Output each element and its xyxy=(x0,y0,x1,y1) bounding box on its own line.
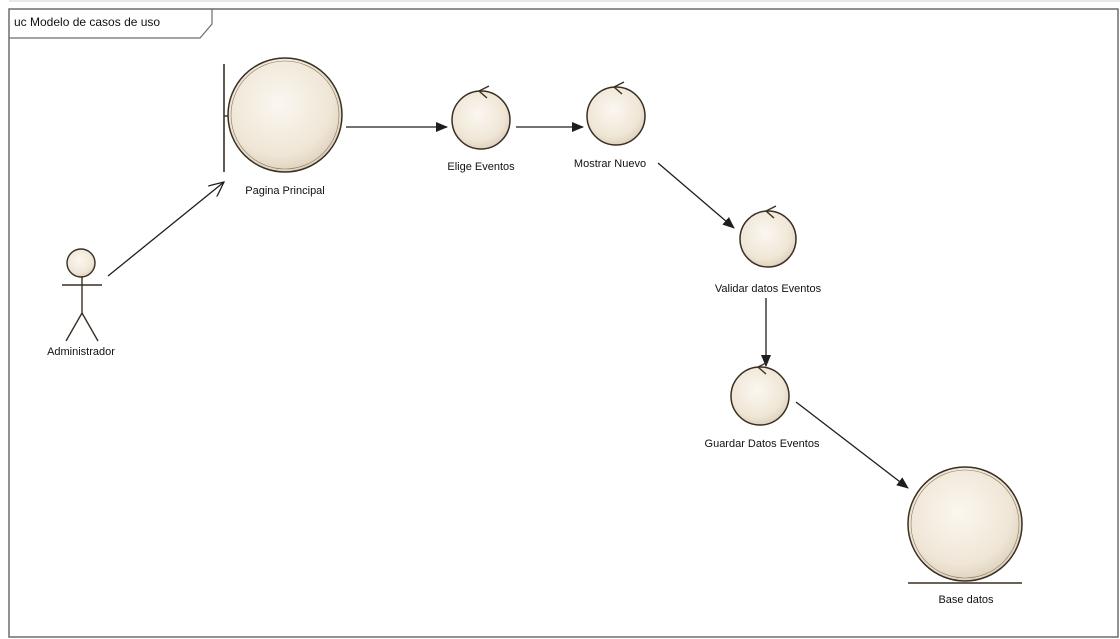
control-icon xyxy=(586,81,646,146)
connector-guardar-to-base xyxy=(795,401,909,489)
connector-actor-to-pagina xyxy=(107,182,224,277)
diagram-frame: uc Modelo de casos de uso xyxy=(8,0,1120,638)
control-label: Guardar Datos Eventos xyxy=(705,438,820,450)
control-icon xyxy=(730,361,790,426)
boundary-label: Pagina Principal xyxy=(245,185,325,197)
control-guardar-datos-eventos[interactable]: Guardar Datos Eventos xyxy=(705,361,820,450)
control-icon xyxy=(739,205,797,268)
control-label: Validar datos Eventos xyxy=(715,283,822,295)
entity-base-datos[interactable]: Base datos xyxy=(907,466,1023,606)
boundary-pagina-principal[interactable]: Pagina Principal xyxy=(223,57,343,197)
boundary-icon xyxy=(223,57,343,173)
control-validar-datos-eventos[interactable]: Validar datos Eventos xyxy=(715,205,822,295)
actor-administrador[interactable]: Administrador xyxy=(47,248,115,358)
control-mostrar-nuevo[interactable]: Mostrar Nuevo xyxy=(574,81,646,170)
actor-label: Administrador xyxy=(47,346,115,358)
connections xyxy=(107,122,909,489)
control-label: Mostrar Nuevo xyxy=(574,158,646,170)
actor-icon xyxy=(62,248,102,342)
connector-mostrar-to-validar xyxy=(657,162,735,229)
entity-icon xyxy=(907,466,1023,584)
control-label: Elige Eventos xyxy=(447,161,515,173)
control-icon xyxy=(451,85,511,150)
control-elige-eventos[interactable]: Elige Eventos xyxy=(447,85,515,173)
frame-title: uc Modelo de casos de uso xyxy=(14,15,160,29)
entity-label: Base datos xyxy=(938,594,994,606)
